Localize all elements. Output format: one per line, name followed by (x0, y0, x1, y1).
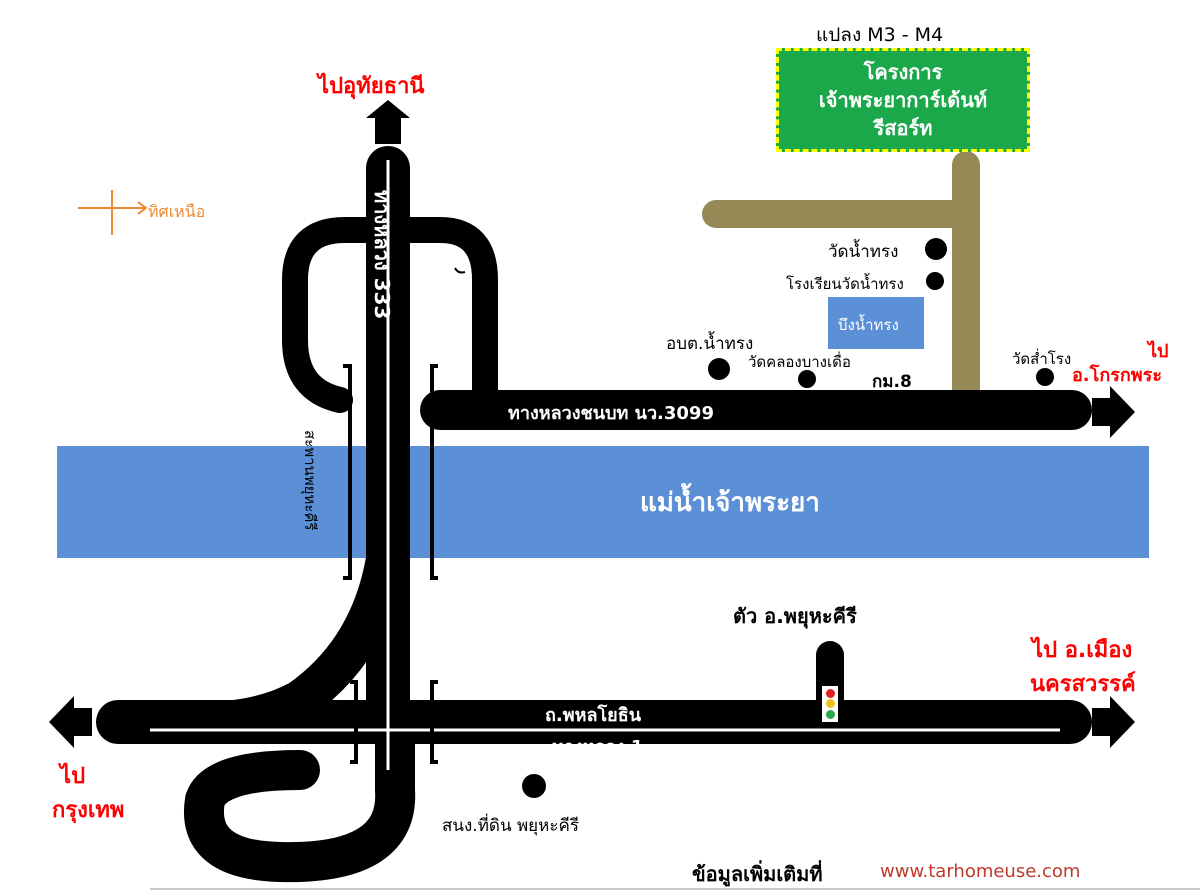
obt-dot (708, 358, 730, 380)
project-title-line3: รีสอร์ท (873, 116, 933, 140)
pond-label: บึงน้ำทรง (838, 316, 899, 334)
pond (828, 297, 924, 349)
compass-icon (78, 190, 148, 235)
traffic-light-icon (820, 684, 840, 724)
to-mueang-label-1: ไป อ.เมือง (1032, 638, 1133, 663)
project-title-line2: เจ้าพระยาการ์เด้นท์ (818, 88, 988, 112)
to-uthai-label: ไปอุทัยธานี (318, 74, 425, 99)
obt-label: อบต.น้ำทรง (666, 334, 754, 354)
to-khok-phra-label-1: ไป (1148, 341, 1169, 362)
wat-sam-rong-dot (1036, 368, 1054, 386)
arrow-right-icon (1092, 696, 1135, 748)
river (57, 446, 1149, 558)
project-plot-label: แปลง M3 - M4 (816, 24, 944, 46)
to-bangkok-label-1: ไป (60, 764, 86, 789)
wat-khlong-label: วัดคลองบางเดื่อ (748, 353, 851, 371)
bridge-label: สะพานพยุหะคีรี (301, 430, 319, 531)
highway-333-label: ทางหลวง 333 (370, 190, 394, 320)
river-label: แม่น้ำเจ้าพระยา (640, 488, 820, 518)
school-dot (926, 272, 944, 290)
arrow-left-icon (49, 696, 92, 748)
wat-khlong-dot (798, 370, 816, 388)
highway-1-label: ทางหลวง 1 (552, 737, 644, 758)
footer-website-link[interactable]: www.tarhomeuse.com (880, 861, 1081, 882)
wat-sam-rong-label: วัดส่ำโรง (1012, 350, 1072, 368)
to-mueang-label-2: นครสวรรค์ (1030, 672, 1136, 697)
project-title-line1: โครงการ (863, 60, 943, 84)
land-office-label: สนง.ที่ดิน พยุหะคีรี (442, 816, 579, 836)
bottom-edge-line (150, 888, 1200, 890)
km8-label: กม.8 (872, 372, 912, 392)
wat-nam-song-dot (925, 238, 947, 260)
phahonyothin-label: ถ.พหลโยธิน (545, 705, 642, 726)
arrow-right-icon (1092, 386, 1135, 438)
rural-road-label: ทางหลวงชนบท นว.3099 (508, 403, 714, 424)
compass-label: ทิศเหนือ (148, 202, 206, 221)
to-khok-phra-label-2: อ.โกรกพระ (1072, 365, 1162, 386)
arrow-up-icon (366, 100, 410, 144)
footer-info-label: ข้อมูลเพิ่มเติมที่ (692, 862, 823, 886)
project-box: โครงการ เจ้าพระยาการ์เด้นท์ รีสอร์ท (776, 48, 1030, 152)
land-office-dot (522, 774, 546, 798)
to-bangkok-label-2: กรุงเทพ (52, 798, 125, 823)
town-label: ตัว อ.พยุหะคีรี (733, 604, 857, 628)
school-label: โรงเรียนวัดน้ำทรง (786, 275, 904, 293)
wat-nam-song-label: วัดน้ำทรง (828, 242, 899, 262)
